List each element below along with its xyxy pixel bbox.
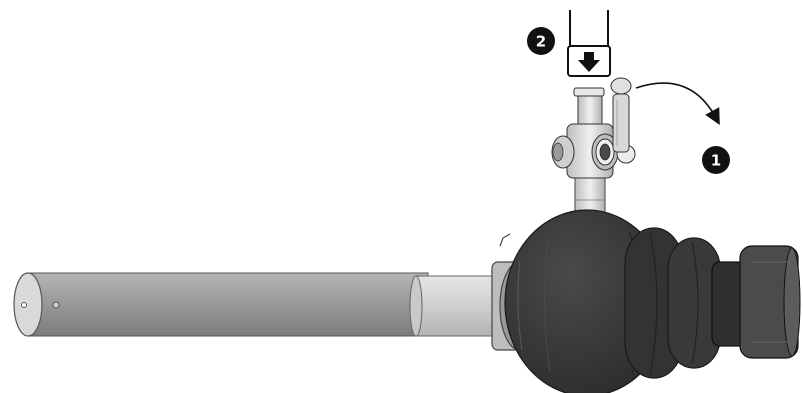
step-marker-2-label: 2 [536,33,546,51]
shaft-tip [14,273,42,336]
stopcock-valve [552,78,635,178]
step-marker-1-label: 1 [711,152,721,170]
step-marker-1: 1 [702,146,730,174]
rotation-arrow-icon [636,83,716,118]
shaft-side-hole [53,302,59,308]
stopcock-handle [613,94,629,152]
insertion-guide [568,10,610,76]
shaft [14,273,428,336]
step-marker-2: 2 [527,27,555,55]
shaft-tip-hole [22,303,27,308]
scope-rear [625,228,800,378]
